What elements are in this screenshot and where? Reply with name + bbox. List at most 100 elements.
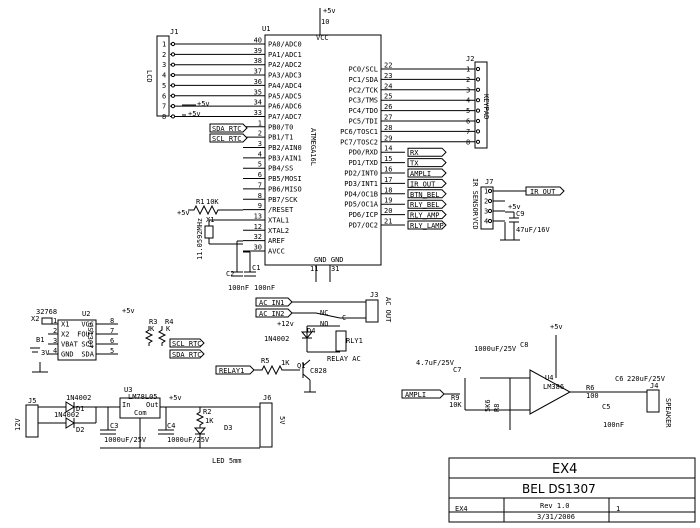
supply-label-lcd2: +5v [188, 110, 201, 118]
pd-flag [407, 210, 447, 220]
mcu-pin-name: PD1/TXD [348, 159, 378, 167]
mcu-pin-number: 39 [254, 47, 262, 55]
keypad-body [474, 61, 488, 149]
pd-flag [407, 220, 447, 230]
rtc-bus-flags-mcu: SDA RTC SCL RTC [209, 123, 248, 143]
cap-c7-value: 4.7uF/25V [416, 359, 455, 367]
mcu-pin-number: 13 [254, 212, 262, 220]
mcu-pin-number: 22 [384, 62, 392, 70]
ir-pin-number: 2 [484, 198, 488, 206]
mcu-pin-name: PA1/ADC1 [268, 51, 302, 59]
amp-part: LM386 [543, 383, 564, 391]
amp-r6-ref: R6 [586, 384, 594, 392]
mcu-pin-name: PB7/SCK [268, 196, 298, 204]
power-d2-part: 1N4002 [54, 411, 79, 419]
rtc-pin-name: GND [61, 351, 74, 359]
cap-c4-value: 1000uF/25V [167, 436, 210, 444]
mcu-pin-name: PD4/OC1B [344, 190, 378, 198]
power-in-ref: J5 [28, 397, 36, 405]
mcu-pin-name: PB2/AIN0 [268, 144, 302, 152]
mcu-pin-name: PC3/TMS [348, 97, 378, 105]
rtc-ref: U2 [82, 310, 90, 318]
amp-ref: U4 [545, 374, 553, 382]
flag-relay1 [215, 365, 255, 375]
mcu-pin-number: 14 [384, 145, 392, 153]
speaker-conn-ref: J4 [650, 382, 658, 390]
title-date: 3/31/2006 [537, 513, 575, 521]
reset-ref: R1 [196, 198, 204, 206]
amp-section: +5v C8 1000uF/25V C7 4.7uF/25V AMPLI R9 … [401, 323, 672, 430]
title-block-frame [448, 457, 696, 523]
power-out-body [259, 402, 273, 448]
cap-c6-value: 220uF/25V [627, 375, 666, 383]
lcd-body [156, 35, 170, 117]
mcu-pin-name: PC5/TDI [348, 118, 378, 126]
keypad-pin-dot [475, 118, 481, 124]
flag-sda-rtc-mcu-text: SDA RTC [212, 125, 242, 133]
regulator-out: Out [146, 401, 159, 409]
flag-sda-rtc [169, 349, 205, 359]
mcu-pin-name: PD7/OC2 [348, 222, 378, 230]
cap-c1-ref: C1 [252, 264, 260, 272]
relay-supply: +12v [277, 320, 294, 328]
cap-c5-value: 100nF [603, 421, 624, 429]
title-sheet: EX4 [552, 462, 577, 477]
mcu-pin-name: PD2/INT0 [344, 170, 378, 178]
power-in-label: 12V [14, 418, 22, 431]
mcu-pin-number: 21 [384, 218, 392, 226]
flag-ir-out [525, 186, 565, 196]
rtc-pin-number: 2 [53, 327, 57, 335]
mcu-pin-number: 7 [258, 181, 262, 189]
supply-label-mcu: +5v [323, 7, 336, 15]
ir-pin-number: 4 [484, 218, 488, 226]
relay-conn-ref: J3 [370, 291, 378, 299]
power-d3-ref: D3 [224, 424, 232, 432]
mcu-pin-number: 27 [384, 114, 392, 122]
rtc-pin-number: 8 [110, 317, 114, 325]
flag-relay1-text: RELAY1 [219, 367, 244, 375]
lcd-pin-number: 7 [162, 103, 166, 111]
power-d1-ref: D1 [76, 405, 84, 413]
mcu-pin-number: 29 [384, 134, 392, 142]
mcu-pin-number: 35 [254, 88, 262, 96]
keypad-pin-dot [475, 77, 481, 82]
cap-c7-ref: C7 [453, 366, 461, 374]
flag-ac-in2 [255, 308, 293, 318]
lcd-pin-number: 3 [162, 61, 166, 69]
relay-r5-ref: R5 [261, 357, 269, 365]
rtc-batt-value: 3V [41, 349, 50, 357]
mcu-pin-name: PC6/TOSC1 [340, 128, 378, 136]
keypad-pin-dot [475, 87, 481, 92]
mcu-pin-number: 12 [254, 223, 262, 231]
flag-scl-rtc-mcu-text: SCL RTC [212, 135, 242, 143]
power-led-label: LED 5mm [212, 457, 242, 465]
pd-flag-text: IR OUT [410, 180, 436, 188]
cap-c8-ref: C8 [520, 341, 528, 349]
flag-ampli [401, 389, 445, 399]
amp-r8-ref: R8 [493, 404, 501, 412]
reset-network: R1 10K +5v [177, 198, 243, 217]
lcd-pin-dot [170, 83, 176, 88]
lcd-pin-dot [170, 52, 176, 57]
keypad-pin-number: 8 [466, 138, 470, 146]
flag-scl-rtc [169, 338, 205, 348]
speaker-conn-label: SPEAKER [664, 398, 672, 428]
keypad-label: KEYPAD [482, 94, 490, 119]
ir-pin-dot [487, 188, 493, 194]
ir-pin-dot [487, 218, 493, 224]
mcu-vcc-label: VCC [316, 34, 329, 42]
lcd-pin-number: 6 [162, 92, 166, 100]
mcu-gnd-label: GND GND [314, 256, 344, 264]
rtc-pin-name: SCL [81, 341, 94, 349]
mcu-pin-number: 6 [258, 171, 262, 179]
ir-label: IR SENSOR [471, 178, 479, 217]
lcd-pin-dot [170, 62, 176, 67]
ir-pin-dot [487, 198, 493, 204]
mcu-pin-name: PB3/AIN1 [268, 154, 302, 162]
pd-flag-text: RLY_AMP [410, 212, 440, 220]
supply-label-reset: +5v [177, 209, 190, 217]
pd-flag-text: AMPLI [410, 170, 431, 178]
